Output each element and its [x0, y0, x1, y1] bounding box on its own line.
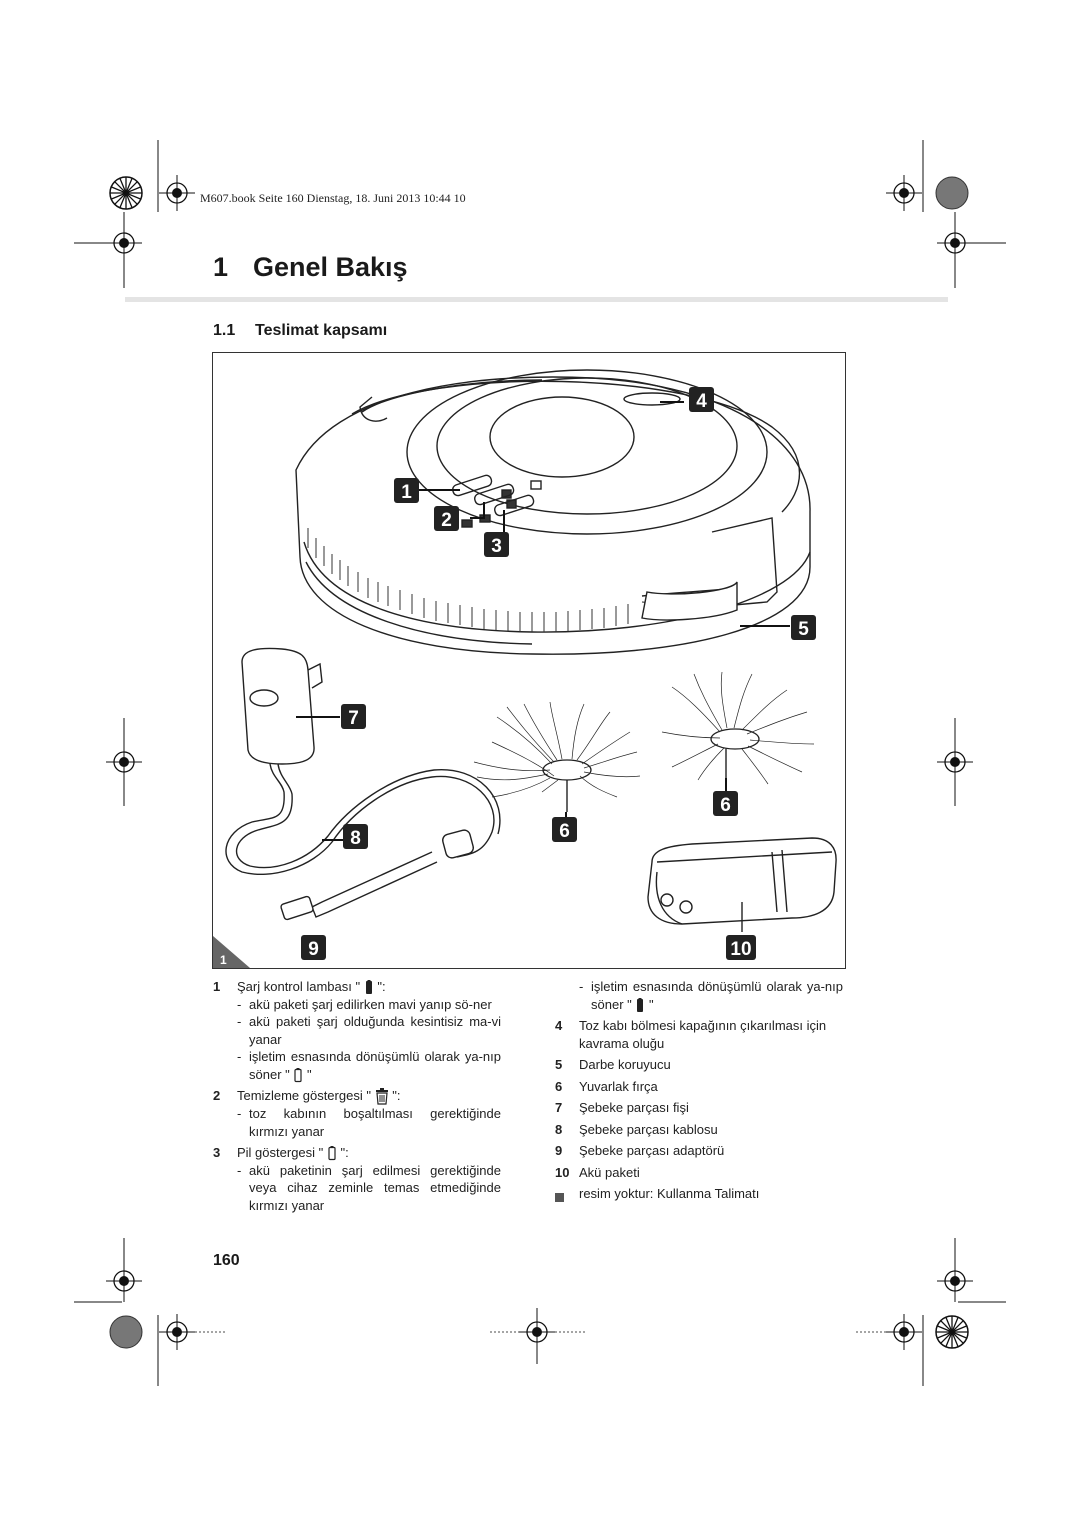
legend-number: 1: [213, 979, 221, 994]
page-number: 160: [213, 1252, 240, 1269]
callout-7: 7: [348, 708, 359, 729]
chapter-title: Genel Bakış: [253, 252, 408, 282]
legend-subitem: -akü paketinin şarj edilmesi gerektiğind…: [237, 1162, 501, 1213]
legend-subitem: -toz kabının boşaltılması gerektiğinde k…: [237, 1106, 501, 1139]
chapter-number: 1: [213, 252, 229, 282]
legend-label: Şarj kontrol lambası ": [237, 979, 361, 994]
legend-item-1: 1 Şarj kontrol lambası " ":: [213, 978, 505, 996]
battery-pack-drawing: [647, 837, 837, 932]
legend-label-end: ":: [340, 1145, 349, 1161]
callout-2: 2: [441, 510, 452, 531]
legend-label-end: ":: [392, 1088, 401, 1103]
legend-label-end: ":: [377, 979, 386, 994]
product-illustration: 1 2 3 4 5 6 6 7 8 9 10 1: [212, 352, 846, 969]
dust-bin-icon: [375, 1088, 388, 1105]
figure-number: 1: [220, 953, 227, 967]
callout-5: 5: [798, 619, 809, 640]
battery-empty-icon: [294, 1067, 302, 1082]
figure-number-tab: [213, 936, 250, 968]
section-heading: 1.1 Teslimat kapsamı: [213, 322, 387, 340]
callout-badges: [301, 387, 816, 960]
legend-subitem: -akü paketi şarj olduğunda kesintisiz ma…: [237, 1014, 501, 1047]
legend-right: -işletim esnasında dönüşümlü olarak ya-n…: [555, 978, 847, 1203]
print-stamp: M607.book Seite 160 Dienstag, 18. Juni 2…: [200, 191, 466, 205]
callout-3: 3: [491, 536, 502, 557]
legend-note: resim yoktur: Kullanma Talimatı: [555, 1185, 847, 1203]
callout-6-right: 6: [720, 795, 731, 816]
section-number: 1.1: [213, 322, 236, 339]
chapter-heading: 1 Genel Bakış: [213, 252, 408, 283]
callout-9: 9: [308, 939, 319, 960]
legend-label: Pil göstergesi ": [237, 1145, 324, 1161]
legend-label: Temizleme göstergesi ": [237, 1088, 371, 1103]
charge-control-icon: [365, 980, 372, 995]
legend-item-2: 2 Temizleme göstergesi " ":: [213, 1087, 505, 1105]
callout-6-left: 6: [559, 821, 570, 842]
callout-4: 4: [696, 391, 707, 412]
legend-left: 1 Şarj kontrol lambası " ": -akü paketi …: [213, 978, 505, 1214]
legend-subitem: -işletim esnasında dönüşümlü olarak ya-n…: [237, 1049, 501, 1082]
robot-vacuum-drawing: [295, 369, 811, 655]
legend-item-3: 3 Pil göstergesi " ":: [213, 1144, 505, 1162]
legend-number: 2: [213, 1088, 221, 1103]
callout-1: 1: [401, 482, 412, 503]
heading-rule: [125, 297, 948, 302]
legend-subitem: -akü paketi şarj edilirken mavi yanıp sö…: [237, 996, 492, 1012]
callout-10: 10: [730, 939, 751, 960]
square-bullet-icon: [555, 1189, 564, 1207]
charge-control-icon: [637, 997, 644, 1012]
round-brushes-drawing: [473, 671, 815, 812]
legend-subitem-continued: -işletim esnasında dönüşümlü olarak ya-n…: [579, 979, 843, 1012]
battery-icon: [328, 1146, 336, 1161]
legend-number: 3: [213, 1145, 221, 1161]
callout-8: 8: [350, 828, 361, 849]
section-title: Teslimat kapsamı: [255, 322, 388, 339]
power-adapter-drawing: [225, 647, 501, 921]
